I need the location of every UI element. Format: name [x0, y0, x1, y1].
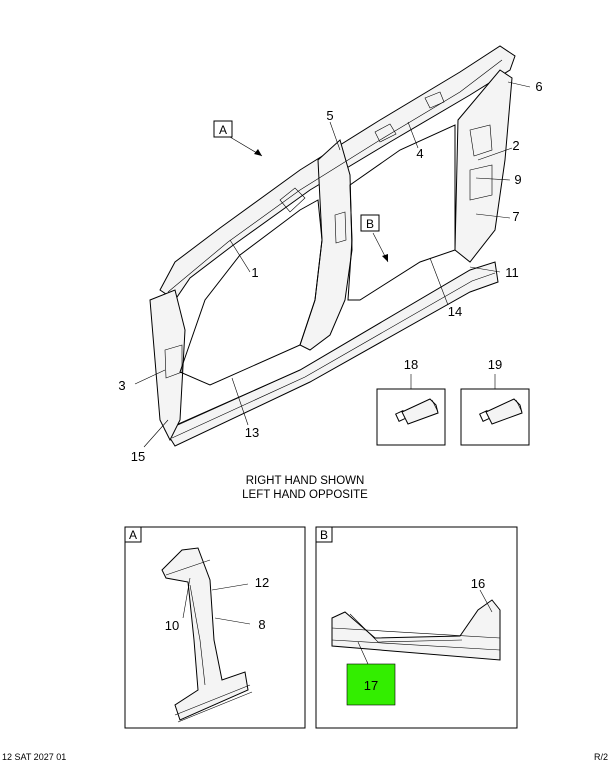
callout-5: 5: [326, 108, 333, 123]
part-18-box: 18: [376, 357, 446, 446]
callout-1: 1: [251, 265, 258, 280]
callout-17: 17: [364, 678, 378, 693]
callout-2: 2: [512, 138, 519, 153]
callout-4: 4: [416, 146, 423, 161]
footer-right: R/2: [593, 752, 608, 762]
svg-text:A: A: [219, 123, 227, 137]
callout-9: 9: [514, 172, 521, 187]
callout-19: 19: [488, 357, 502, 372]
svg-text:A: A: [129, 528, 137, 542]
leader-lines: [134, 81, 531, 448]
view-marker-b: B: [360, 214, 380, 232]
callout-8: 8: [258, 617, 265, 632]
callout-15: 15: [131, 449, 145, 464]
callout-18: 18: [404, 357, 418, 372]
sealant-tube-icon: [479, 398, 523, 425]
callout-3: 3: [118, 378, 125, 393]
sealant-tube-icon: [395, 398, 439, 425]
callout-13: 13: [245, 425, 259, 440]
svg-text:B: B: [366, 217, 374, 231]
callout-12: 12: [255, 575, 269, 590]
callout-11: 11: [505, 265, 519, 280]
callout-14: 14: [448, 304, 462, 319]
callout-7: 7: [512, 209, 519, 224]
footer-left: 12 SAT 2027 01: [2, 752, 67, 762]
detail-view-a: A 10 12 8: [124, 526, 306, 729]
callout-10: 10: [165, 618, 179, 633]
part-19-box: 19: [460, 357, 530, 446]
callout-6: 6: [535, 79, 542, 94]
side-panel-assembly: [149, 45, 516, 447]
callout-numbers: 1 2 3 4 5 6 7 9 11 13 14 15: [118, 79, 542, 464]
callout-16: 16: [471, 576, 485, 591]
view-marker-a: A: [213, 120, 233, 138]
note-line-1: RIGHT HAND SHOWN: [245, 475, 365, 487]
svg-text:B: B: [320, 528, 328, 542]
highlight-part-17: [346, 663, 396, 706]
note-line-2: LEFT HAND OPPOSITE: [242, 489, 368, 501]
detail-view-b: B 16 17: [315, 526, 518, 729]
